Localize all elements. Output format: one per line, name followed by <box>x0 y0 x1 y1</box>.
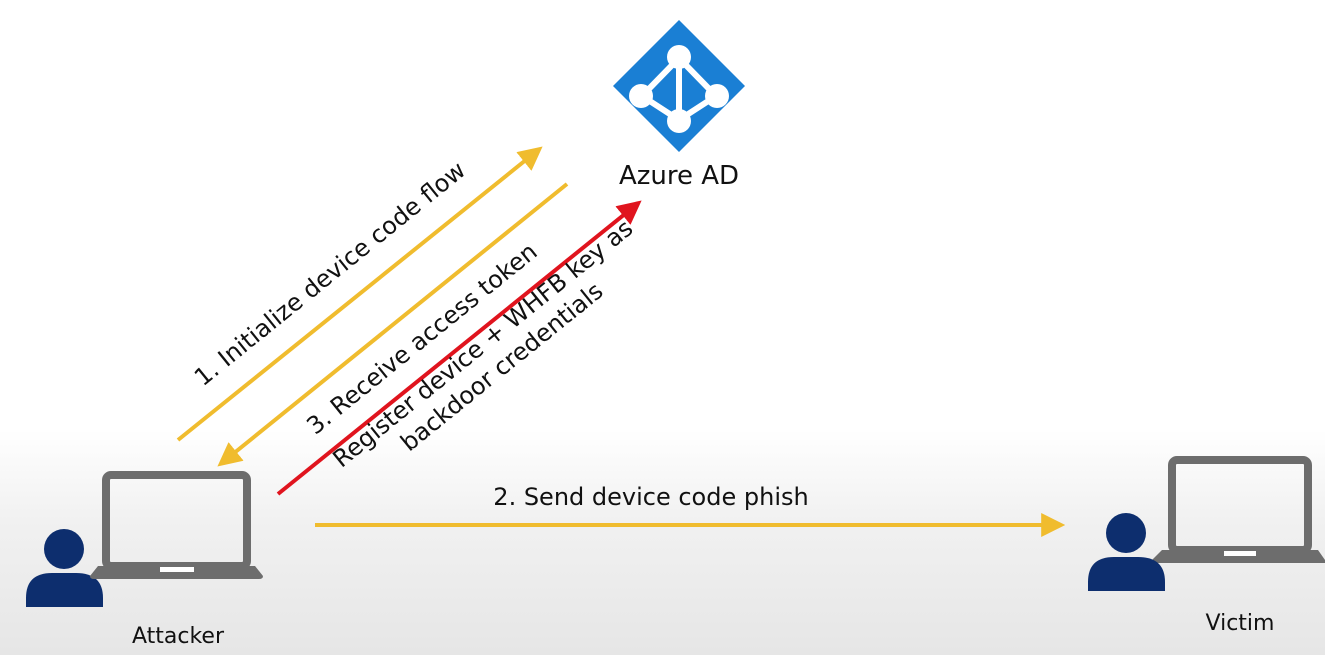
arrow-register-device <box>276 200 642 496</box>
step-2-label: 2. Send device code phish <box>493 483 808 511</box>
azure-ad-label: Azure AD <box>619 161 739 191</box>
arrow-initialize-flow <box>176 146 543 442</box>
step-1-label: 1. Initialize device code flow <box>189 156 471 392</box>
arrow-receive-token <box>217 182 569 467</box>
victim-laptop-icon <box>1152 456 1325 563</box>
azure-ad-icon <box>613 20 745 152</box>
attacker-label: Attacker <box>132 624 225 649</box>
attacker-person-icon <box>26 529 103 607</box>
register-step-label-line2: backdoor credentials <box>395 277 608 457</box>
victim-person-icon <box>1088 513 1165 591</box>
attacker-laptop-icon <box>90 471 263 579</box>
victim-label: Victim <box>1206 611 1275 636</box>
